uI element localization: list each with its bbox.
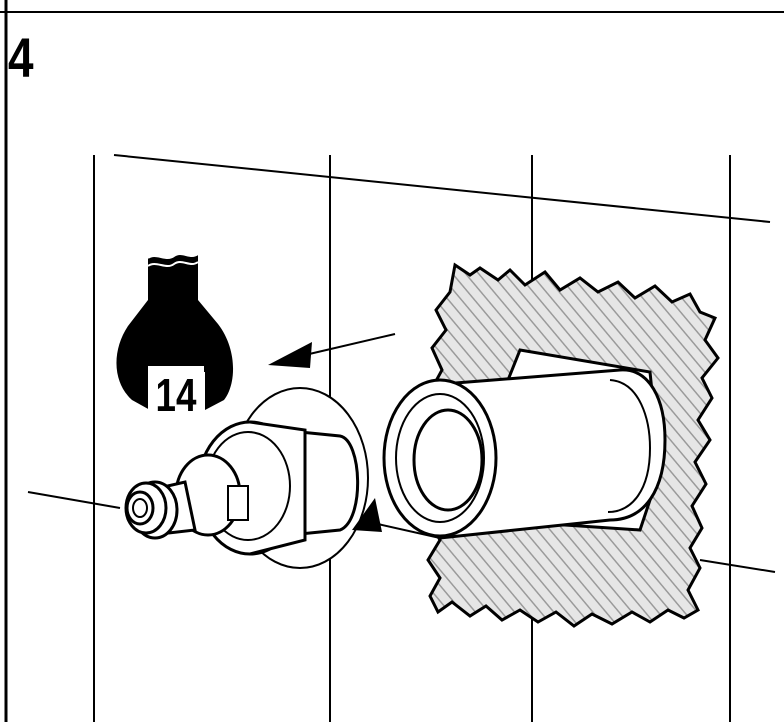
wrench-size-label: 14 [156,369,197,421]
valve-cartridge [124,420,360,556]
step-number: 4 [8,26,34,89]
leader-lines [27,333,776,573]
open-end-wrench-icon: 14 [116,253,234,421]
direction-arrow-left [268,342,312,368]
valve-sleeve [382,368,667,540]
direction-arrow-up [352,498,382,532]
